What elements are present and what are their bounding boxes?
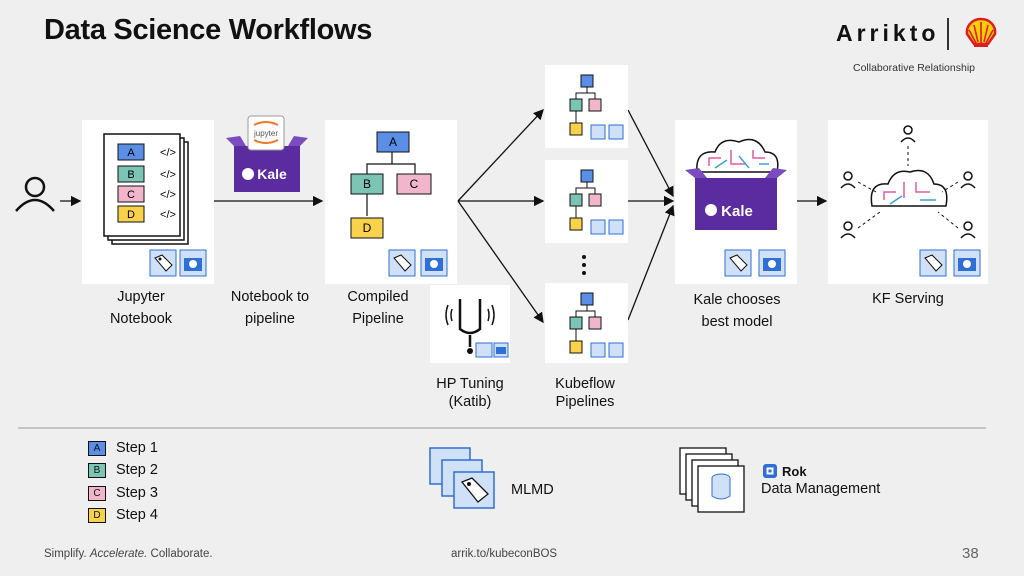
- tag-icon: [919, 249, 947, 277]
- tag-icon: [724, 249, 752, 277]
- kf-serving-card: [828, 120, 988, 284]
- tag-icon: [149, 249, 177, 277]
- stage-label-kale-chooses: Kale chooses best model: [693, 292, 781, 330]
- notebook-cell-b: B </>: [117, 165, 176, 183]
- svg-text:D: D: [127, 209, 135, 221]
- camera-icon: [608, 219, 624, 235]
- shell-logo-icon: [965, 17, 997, 47]
- svg-text:</>: </>: [160, 147, 176, 159]
- rok-label: Data Management: [761, 481, 881, 497]
- tag-icon: [475, 342, 493, 358]
- page-number: 38: [962, 545, 979, 562]
- svg-text:A: A: [389, 135, 397, 149]
- svg-text:</>: </>: [160, 209, 176, 221]
- kale-box-icon: jupyter Kale: [226, 115, 308, 192]
- kubeflow-pipeline-card-3: [545, 283, 628, 363]
- svg-text:A: A: [127, 147, 135, 159]
- user-icon: [15, 176, 55, 212]
- svg-text:</>: </>: [160, 189, 176, 201]
- notebook-cell-d: D </>: [117, 205, 176, 223]
- rok-snapshots-icon: [679, 447, 745, 513]
- notebook-cell-a: A </>: [117, 143, 176, 161]
- stage-label-jupyter: Jupyter Notebook: [109, 289, 173, 327]
- svg-text:</>: </>: [160, 169, 176, 181]
- camera-icon: [758, 249, 786, 277]
- brand-divider: [947, 18, 949, 50]
- camera-icon: [608, 124, 624, 140]
- mlmd-tags-icon: [429, 447, 495, 509]
- svg-text:Kale: Kale: [257, 166, 287, 182]
- kale-best-model-card: Kale: [675, 120, 797, 284]
- svg-text:jupyter: jupyter: [253, 129, 278, 138]
- tag-icon: [590, 124, 606, 140]
- stage-label-compiled: Compiled Pipeline: [347, 289, 409, 327]
- rok-logo-icon: [763, 464, 777, 478]
- jupyter-notebook-card: A </> B </> C </> D </>: [82, 120, 214, 284]
- svg-text:C: C: [127, 189, 135, 201]
- hp-tuning-card: [430, 285, 510, 363]
- stage-label-hp-tuning: HP Tuning (Katib): [436, 376, 504, 410]
- svg-text:C: C: [410, 177, 419, 191]
- tag-icon: [590, 342, 606, 358]
- mlmd-label: MLMD: [511, 482, 554, 498]
- kubeflow-pipeline-card-1: [545, 65, 628, 148]
- camera-icon: [420, 249, 448, 277]
- camera-icon: [953, 249, 981, 277]
- tag-icon: [388, 249, 416, 277]
- stage-label-notebook-to-pipeline: Notebook to pipeline: [230, 289, 310, 327]
- kubeflow-pipeline-card-2: [545, 160, 628, 243]
- notebook-cell-c: C </>: [117, 185, 176, 203]
- svg-text:B: B: [363, 177, 371, 191]
- arrikto-logo: Arrikto: [836, 20, 940, 46]
- camera-icon: [493, 342, 509, 358]
- page-title: Data Science Workflows: [44, 14, 373, 46]
- camera-icon: [608, 342, 624, 358]
- tag-icon: [590, 219, 606, 235]
- svg-text:D: D: [363, 221, 372, 235]
- ellipsis-icon: [582, 255, 586, 275]
- compiled-pipeline-card: A B C D: [325, 120, 457, 284]
- svg-text:B: B: [127, 169, 134, 181]
- svg-text:Kale: Kale: [721, 203, 753, 220]
- camera-icon: [179, 249, 207, 277]
- stage-label-kubeflow: Kubeflow Pipelines: [555, 376, 615, 410]
- stage-label-kf-serving: KF Serving: [872, 291, 944, 307]
- footer-tagline: Simplify. Accelerate. Collaborate.: [44, 548, 213, 560]
- brand-subtitle: Collaborative Relationship: [853, 62, 975, 74]
- rok-name: Rok: [782, 464, 807, 479]
- footer-link[interactable]: arrik.to/kubeconBOS: [451, 548, 558, 560]
